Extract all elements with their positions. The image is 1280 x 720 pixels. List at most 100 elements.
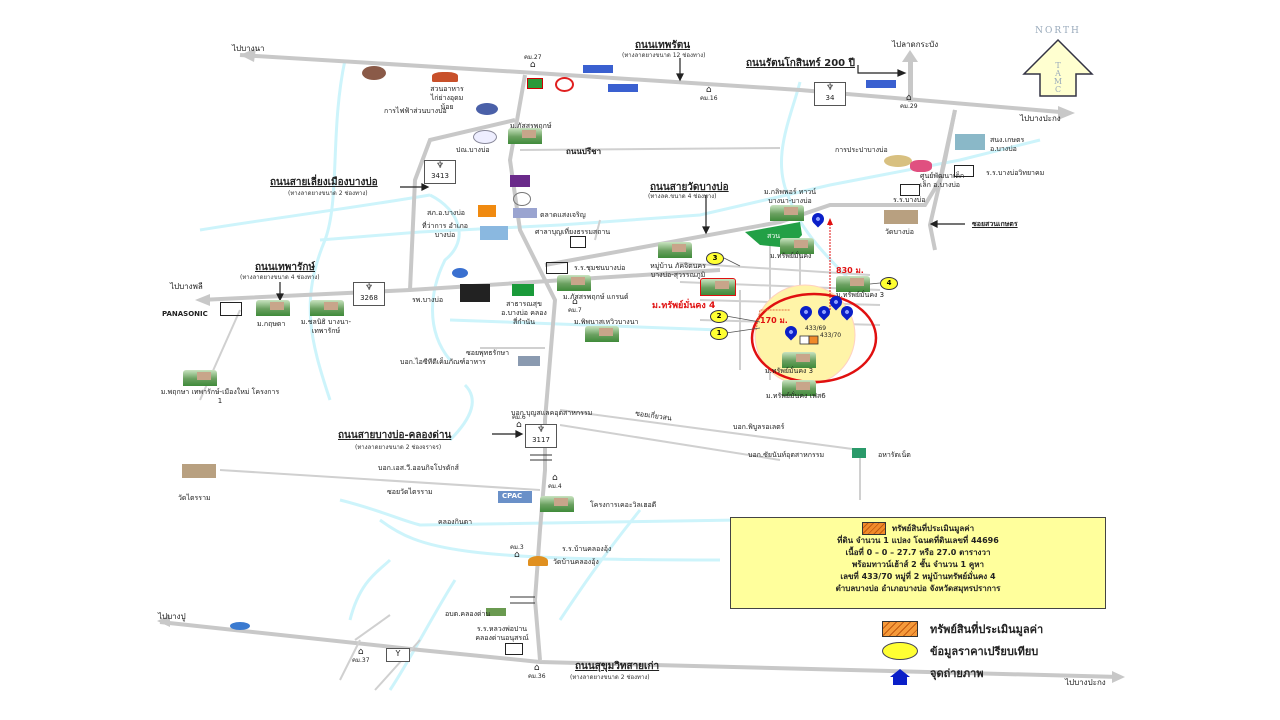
- km-marker: คม.3⌂: [510, 544, 524, 560]
- road-main-ns: [507, 74, 558, 661]
- place-label: บอก.ซัยนันท์อุตสาหกรรม: [748, 451, 825, 459]
- temple-icon: [884, 210, 918, 224]
- road-label-phuttharaksa: ซอยพุทธรักษา: [466, 349, 510, 357]
- tamc-letters: T A M C: [1053, 61, 1063, 94]
- km-marker: ⌂คม.4: [548, 473, 562, 491]
- road-sub-thepharat: (ทางลาดยางขนาด 12 ช่องทาง): [622, 52, 706, 59]
- minor-road: [519, 147, 781, 151]
- north-arrow: NORTH T A M C: [1020, 26, 1096, 106]
- place-label: บอก.ไอซีทีดีเค็มภัณฑ์อาหาร: [400, 358, 486, 366]
- place-label: ปณ.บางบ่อ: [456, 146, 490, 154]
- north-label: NORTH: [1035, 26, 1081, 36]
- village-thumbnail: [256, 300, 290, 316]
- subject-village-thumbnail: [700, 278, 736, 296]
- school-icon: [505, 643, 523, 655]
- road-sub-thepharak: (ทางลาดยางขนาด 4 ช่องทาง): [240, 274, 320, 281]
- factory-icon: [518, 356, 540, 366]
- waterworks-logo-icon: [884, 155, 912, 167]
- garuda-icon: ♆: [435, 161, 445, 171]
- plot-number-label: 433/69: [805, 325, 827, 332]
- dest-bangphli: ไปบางพลี: [170, 282, 203, 291]
- place-label: การประปาบางบ่อ: [835, 146, 888, 154]
- village-thumbnail: [310, 300, 344, 316]
- garuda-icon: ♆: [825, 83, 835, 93]
- place-label: ม.ภัสสรพฤกษ์ แกรนด์: [563, 293, 629, 301]
- place-label: ม.ทรัพย์มั่นคง 3: [836, 291, 885, 299]
- camera-point-icon: [890, 669, 910, 685]
- minor-road: [219, 469, 541, 491]
- minor-road: [594, 219, 601, 241]
- place-label: ร.ร.ชุมชนบางบ่อ: [574, 264, 626, 272]
- road-label-sai-liang: ถนนสายเลี่ยงเมืองบางบ่อ: [270, 177, 378, 188]
- canals: [199, 59, 1041, 691]
- police-box-icon: ⌂: [513, 550, 520, 560]
- legend-item: ทรัพย์สินที่ประเมินมูลค่า: [882, 618, 1043, 640]
- factory-icon: [220, 302, 242, 316]
- canal: [308, 59, 347, 401]
- distance-arrow: [827, 218, 833, 225]
- arrow-west-top: [240, 48, 256, 62]
- canal: [348, 558, 392, 621]
- place-label: โครงการเคอะวิลเฮอดี: [590, 501, 657, 509]
- place-label: ศาลาบุญเที่ยงธรรมสถาน: [535, 228, 611, 236]
- road-label-wat-klai: ซอยวัดไตรราม: [387, 488, 433, 496]
- seven-eleven-icon: [527, 78, 543, 89]
- childcare-icon: [910, 160, 932, 172]
- restaurant-icon: [432, 72, 458, 82]
- info-line: เลขที่ 433/70 หมู่ที่ 2 หมู่บ้านทรัพย์มั…: [840, 572, 996, 581]
- canal: [319, 138, 1041, 242]
- legend-item: ข้อมูลราคาเปรียบเทียบ: [882, 640, 1043, 662]
- subject-plot-neighbor: [799, 335, 810, 345]
- shrine-icon: [570, 236, 586, 248]
- dest-bangpu: ไปบางปู: [158, 612, 186, 621]
- mcc-logo-icon: [362, 66, 386, 80]
- comparable-marker-1: 1: [710, 327, 728, 340]
- road-label-suan-kaset: ซอยสวนเกษตร: [972, 220, 1018, 228]
- agri-office-icon: [955, 134, 985, 150]
- place-label: บอก.บุญสแลคอุตสาหกรรม: [511, 409, 593, 417]
- hospital-building-icon: [460, 284, 490, 302]
- arrow-east: [1058, 106, 1075, 120]
- km-marker: ⌂คม.7: [568, 297, 582, 315]
- pea-logo-icon: [476, 103, 498, 115]
- distance-line-170: [755, 309, 790, 331]
- info-line: ที่ดิน จำนวน 1 แปลง โฉนดที่ดินเลขที่ 446…: [837, 536, 999, 545]
- north-arrow-icon: [1022, 38, 1094, 97]
- place-label: ร.ร.บางบ่อวิทยาคม: [986, 169, 1045, 177]
- police-box-icon: ⌂: [357, 647, 364, 657]
- km-marker: ⌂คม.36: [528, 663, 546, 681]
- temple-icon: [182, 464, 216, 478]
- map-legend: ทรัพย์สินที่ประเมินมูลค่า ข้อมูลราคาเปรี…: [882, 618, 1043, 685]
- police-station-icon: [478, 205, 496, 217]
- brand-sign-icon: [583, 65, 613, 73]
- road-label-wat-bangbo: ถนนสายวัดบางบ่อ: [650, 182, 729, 193]
- place-label: อบต.คลองด่าน: [445, 610, 491, 618]
- road-thepharat: [239, 53, 1061, 114]
- signpost-icon: Y: [395, 649, 401, 658]
- district-office-icon: [480, 226, 508, 240]
- road-sub-sai-liang: (ทางลาดยางขนาด 2 ช่องทาง): [288, 190, 368, 197]
- arrow-east-bottom: [1112, 671, 1125, 683]
- info-line: ตำบลบางบ่อ อำเภอบางบ่อ จังหวัดสมุทรปรากา…: [835, 584, 1001, 593]
- village-thumbnail: [782, 352, 816, 368]
- school-icon: [954, 165, 974, 177]
- highway-shield-3413: ♆3413: [424, 160, 456, 184]
- place-label: สวนอาหาร ไก่ย่างอุดมน้อย: [430, 85, 464, 111]
- road-label-bangbo-khlongdan: ถนนสายบางบ่อ-คลองด่าน: [338, 430, 452, 441]
- cpac-logo-icon: CPAC: [498, 491, 532, 503]
- place-label: วัดบ้านคลองอุ้ง: [553, 558, 599, 566]
- place-label: สภ.อ.บางบ่อ: [427, 209, 465, 217]
- minor-road: [199, 309, 241, 401]
- post-office-icon: [473, 130, 497, 144]
- minor-road: [339, 614, 391, 681]
- road-wat-bangbo: [544, 109, 957, 267]
- place-label: ม.พิพนาสเหวิวบางนา: [574, 318, 639, 326]
- info-title: ทรัพย์สินที่ประเมินมูลค่า: [731, 522, 1105, 535]
- police-box-icon: ⌂: [551, 473, 558, 483]
- place-label: ม.ชลนิธิ บางนา-เทพารักษ์: [300, 318, 352, 335]
- market-icon: [513, 208, 537, 218]
- canal: [779, 81, 852, 282]
- place-label: ม.กฤษดา: [257, 320, 286, 328]
- canal: [449, 318, 721, 332]
- canal: [429, 193, 461, 361]
